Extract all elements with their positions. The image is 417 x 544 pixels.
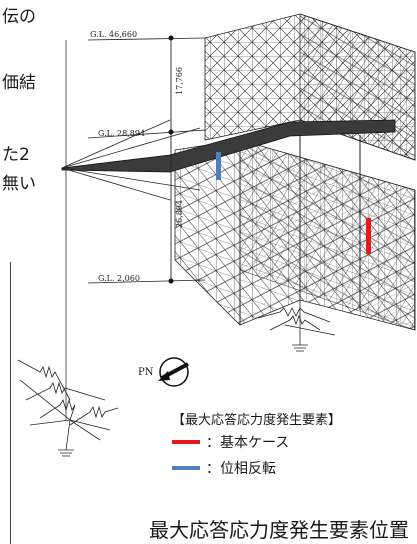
legend-title: 【最大応答応力度発生要素】 xyxy=(172,413,342,428)
level-label-top: G.L. 46,660 xyxy=(90,30,137,39)
legend-label-phase-reversal: ：位相反転 xyxy=(206,461,276,477)
legend-swatch-red xyxy=(172,440,200,444)
deck-girder xyxy=(61,119,396,201)
figure-caption: 最大応答応力度発生要素位置 xyxy=(0,514,417,543)
level-label-middle: G.L. 28,894 xyxy=(98,129,145,138)
side-text-line-3: た2 xyxy=(2,145,30,165)
side-text-line-1: 伝の xyxy=(2,7,36,27)
dimension-lower: 26,894 xyxy=(175,200,184,228)
legend-swatch-blue xyxy=(172,466,200,470)
marker-base-case xyxy=(366,218,371,254)
north-marker xyxy=(158,357,189,387)
dimension-upper: 17,766 xyxy=(175,67,184,95)
legend-label-base-case: ：基本ケース xyxy=(206,435,290,451)
legend-item-phase-reversal: ：位相反転 xyxy=(172,458,276,478)
side-text-line-4: 無い xyxy=(2,174,36,194)
left-panel-frame xyxy=(0,262,11,544)
figure-caption-text: 最大応答応力度発生要素位置 xyxy=(149,518,409,542)
spring-support-right xyxy=(257,300,336,352)
side-text-line-2: 価結 xyxy=(2,73,36,93)
north-marker-label: PN xyxy=(138,367,154,378)
lower-tower xyxy=(174,120,416,331)
level-lines xyxy=(87,35,206,284)
level-label-bottom: G.L. 2,060 xyxy=(98,274,140,283)
marker-phase-reversal xyxy=(216,152,221,180)
spring-support-detail xyxy=(17,359,119,457)
legend-item-base-case: ：基本ケース xyxy=(172,432,289,452)
